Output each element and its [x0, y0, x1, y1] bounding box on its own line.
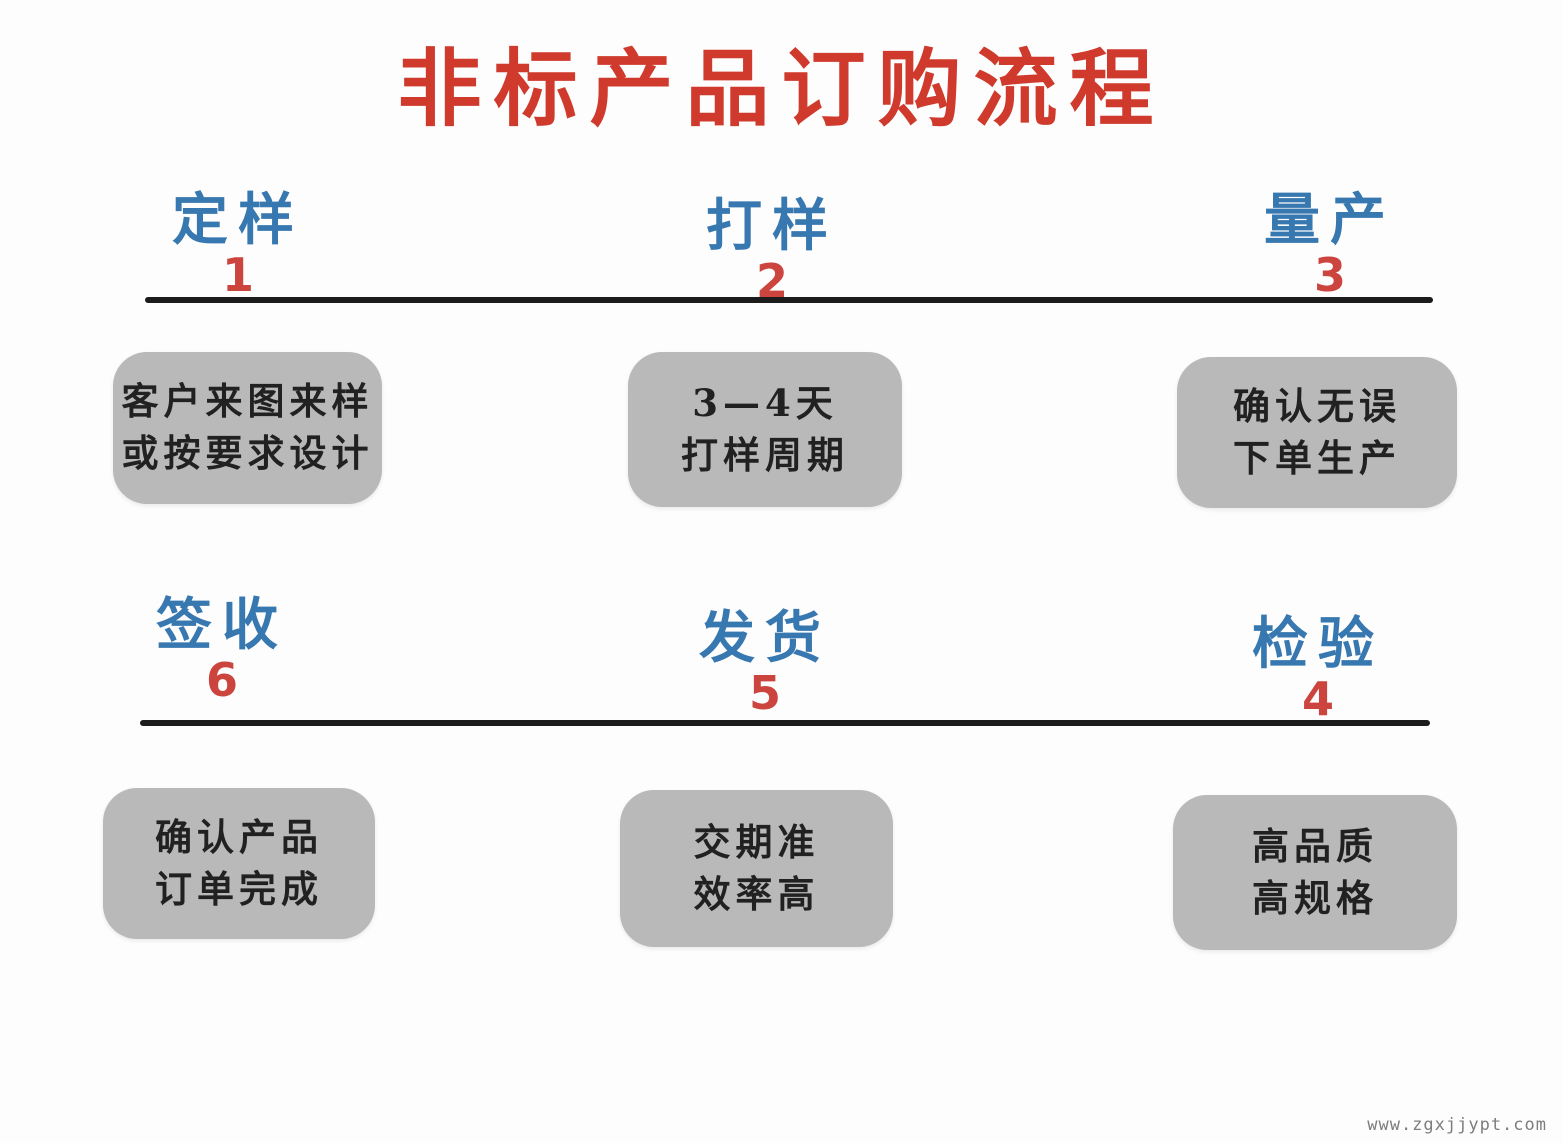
step-label-text: 量产	[1264, 187, 1396, 253]
step-label-text: 定样	[172, 187, 304, 253]
box-text-line2: 打样周期	[681, 432, 849, 477]
step-label-text: 签收	[156, 592, 288, 658]
step-number: 5	[748, 666, 781, 720]
step-number: 3	[1313, 248, 1346, 302]
box-sample-cycle: 3—4天 打样周期	[628, 352, 902, 507]
step-label-text: 打样	[706, 193, 838, 259]
step-number: 1	[221, 248, 254, 302]
step-label-liangchan: 量产 3	[1264, 192, 1396, 298]
divider-line-bottom	[140, 720, 1430, 726]
step-number: 2	[755, 254, 788, 308]
step-label-dingyang: 定样 1	[172, 192, 304, 298]
box-text-line2: 订单完成	[155, 866, 323, 911]
divider-line-top	[145, 297, 1433, 303]
box-customer-design: 客户来图来样 或按要求设计	[113, 352, 382, 504]
step-number: 4	[1301, 672, 1334, 726]
box-order-complete: 确认产品 订单完成	[103, 788, 375, 939]
box-text-line1: 交期准	[693, 819, 820, 864]
box-text-line2: 或按要求设计	[121, 431, 374, 475]
box-text-line1: 确认产品	[155, 814, 323, 859]
watermark-url: www.zgxjjypt.com	[1367, 1115, 1547, 1135]
box-text-line2: 效率高	[693, 871, 820, 916]
box-text-line1: 客户来图来样	[121, 379, 374, 424]
box-text-line1: 高品质	[1252, 823, 1378, 868]
box-quality-spec: 高品质 高规格	[1173, 795, 1457, 950]
box-confirm-produce: 确认无误 下单生产	[1177, 357, 1457, 508]
step-label-dayang: 打样 2	[706, 198, 838, 304]
box-text-line1: 3—4天	[692, 380, 838, 425]
step-label-fahuo: 发货 5	[699, 610, 831, 716]
box-text-line2: 下单生产	[1233, 435, 1401, 480]
step-number: 6	[205, 653, 238, 707]
box-text-line2: 高规格	[1252, 875, 1378, 920]
box-text-line1: 确认无误	[1233, 383, 1401, 428]
step-label-text: 检验	[1252, 611, 1384, 677]
box-delivery-efficiency: 交期准 效率高	[620, 790, 893, 947]
step-label-jianyan: 检验 4	[1252, 616, 1384, 722]
step-label-qianshou: 签收 6	[156, 597, 288, 703]
page-title: 非标产品订购流程	[397, 39, 1166, 138]
step-label-text: 发货	[699, 605, 831, 671]
